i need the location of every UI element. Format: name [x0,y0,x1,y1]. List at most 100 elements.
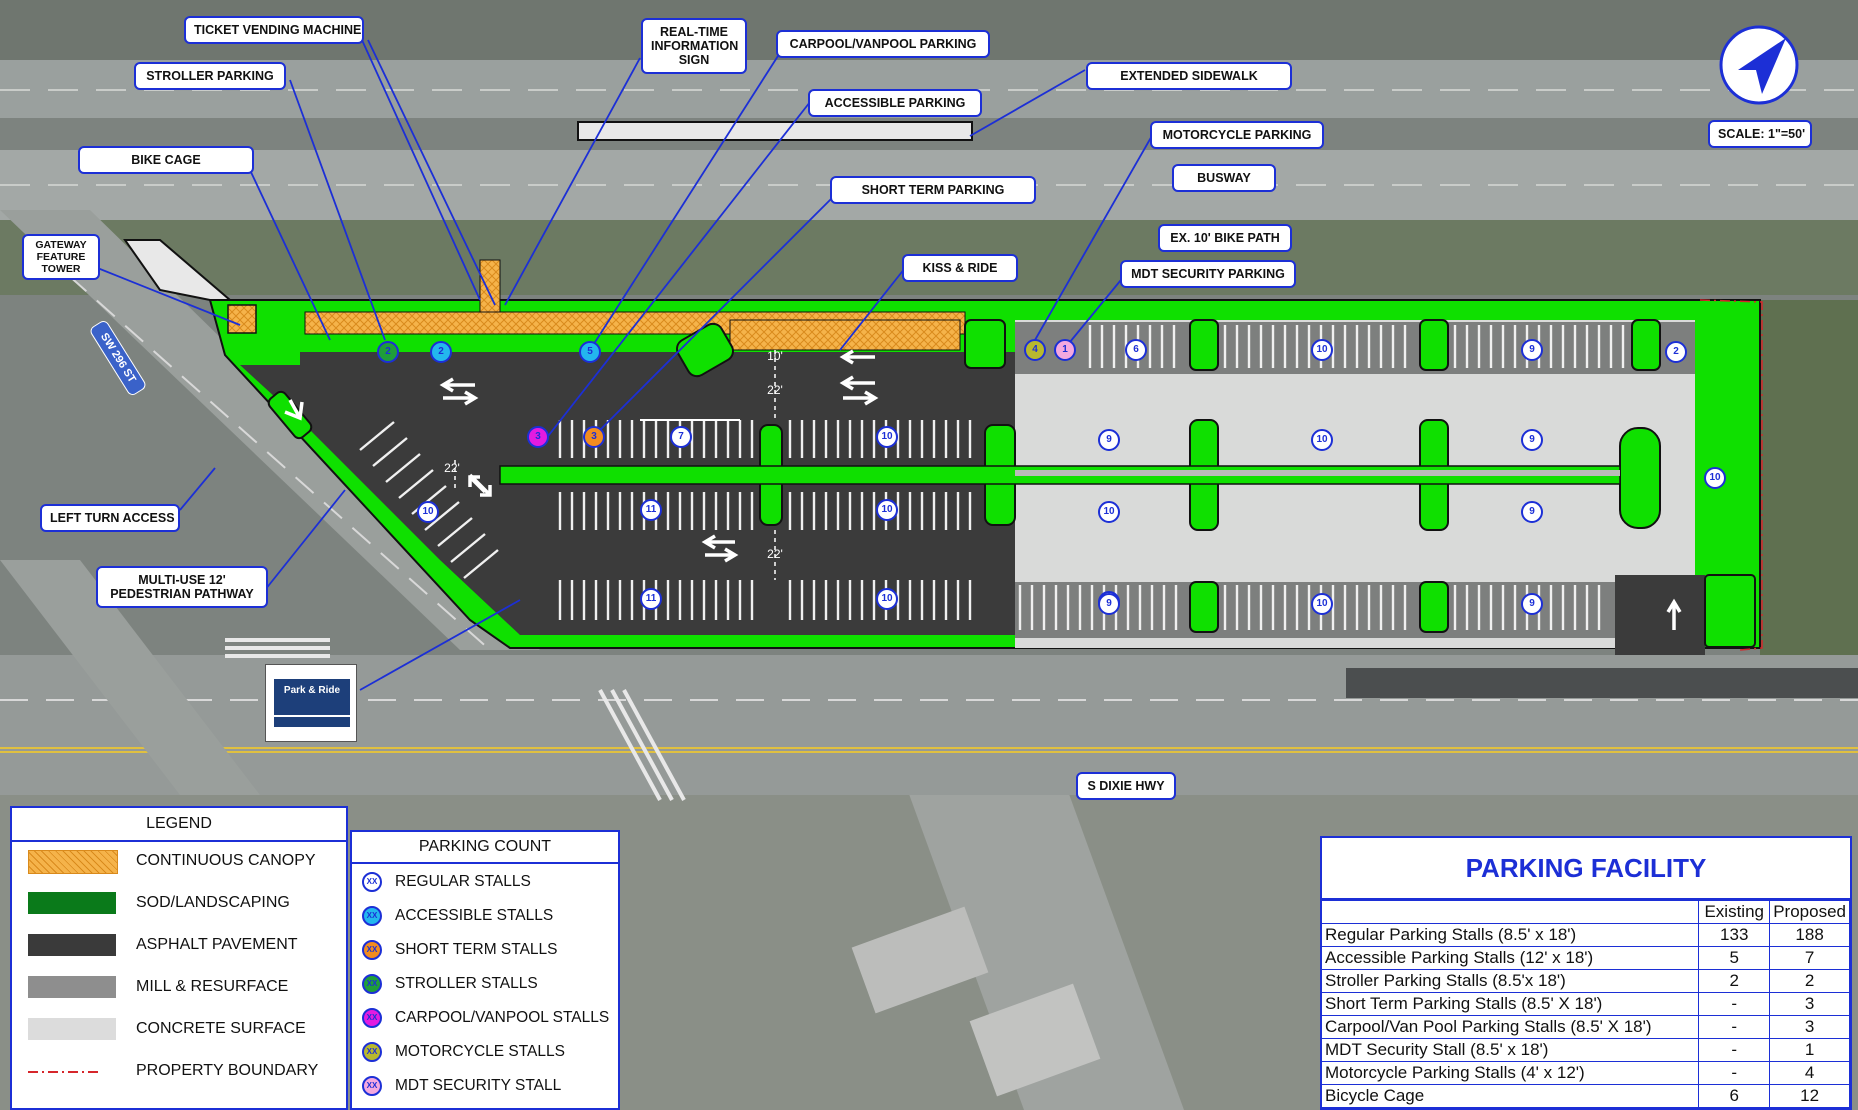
callout-carpool-vanpool-parking: CARPOOL/VANPOOL PARKING [776,30,990,58]
facility-proposed-value: 3 [1769,1015,1850,1039]
legend-label: MILL & RESURFACE [136,978,289,995]
stall-line [450,533,486,563]
column-header-existing: Existing [1698,900,1771,924]
callout-kiss-and-ride: KISS & RIDE [902,254,1018,282]
stall-count-marker: 10 [1311,593,1333,615]
callout-accessible-parking: ACCESSIBLE PARKING [808,89,982,117]
callout-mdt-security-parking: MDT SECURITY PARKING [1120,260,1296,288]
callout-extended-sidewalk: EXTENDED SIDEWALK [1086,62,1292,90]
scale-label: SCALE: 1"=50' [1708,120,1812,148]
facility-header-row: Existing Proposed [1322,900,1850,924]
parking-count-title: PARKING COUNT [352,832,618,864]
parking-facility-title: PARKING FACILITY [1322,838,1850,900]
legend-swatch [28,892,116,914]
facility-row: MDT Security Stall (8.5' x 18')-1 [1322,1038,1850,1062]
stall-line [463,549,499,579]
park-and-ride-sign-title: Park & Ride [283,685,341,696]
stall-count-marker: 10 [1311,429,1333,451]
parking-count-label: REGULAR STALLS [395,873,531,890]
parking-count-label: ACCESSIBLE STALLS [395,907,554,924]
column-header-proposed: Proposed [1769,900,1850,924]
stall-count-marker: 9 [1521,501,1543,523]
facility-proposed-value: 4 [1769,1061,1850,1085]
parking-facility-table: PARKING FACILITY Existing Proposed Regul… [1320,836,1852,1110]
legend-label: PROPERTY BOUNDARY [136,1062,319,1079]
parking-count-label: MDT SECURITY STALL [395,1077,562,1094]
legend-item: SOD/LANDSCAPING [12,888,346,918]
stall-count-marker: 11 [640,499,662,521]
stall-count-marker: 2 [430,341,452,363]
facility-row-label: Stroller Parking Stalls (8.5'x 18') [1322,969,1700,993]
callout-bike-cage: BIKE CAGE [78,146,254,174]
gateway-tower-shape [227,304,257,334]
facility-existing-value: 2 [1698,969,1771,993]
legend-swatch [28,1071,102,1073]
stall-type-marker: XX [362,1042,382,1062]
stall-count-marker: 10 [876,426,898,448]
stall-count-marker: 10 [417,501,439,523]
stall-type-marker: XX [362,906,382,926]
park-and-ride-sign: Park & Ride [265,664,357,742]
legend-swatch [28,850,118,874]
stall-type-marker: XX [362,974,382,994]
parking-count-panel: PARKING COUNT XX REGULAR STALLS XX ACCESSIB… [350,830,620,1110]
legend-item: ASPHALT PAVEMENT [12,930,346,960]
extended-sidewalk-shape [577,121,973,141]
callout-short-term-parking: SHORT TERM PARKING [830,176,1036,204]
dimension-label: 22' [767,547,783,561]
stall-count-marker: 2 [377,341,399,363]
stall-count-marker: 10 [876,588,898,610]
dimension-label: 22' [767,383,783,397]
stall-count-marker: 9 [1098,593,1120,615]
facility-existing-value: 133 [1698,923,1771,947]
callout-busway: BUSWAY [1172,164,1276,192]
facility-row-label: Motorcycle Parking Stalls (4' x 12') [1322,1061,1700,1085]
parking-count-label: STROLLER STALLS [395,975,538,992]
legend-item: PROPERTY BOUNDARY [12,1056,346,1086]
callout-ex-bike-path: EX. 10' BIKE PATH [1158,224,1292,252]
legend-item: MILL & RESURFACE [12,972,346,1002]
stall-count-marker: 2 [1665,341,1687,363]
callout-multi-use-pathway: MULTI-USE 12' PEDESTRIAN PATHWAY [96,566,268,608]
stall-line [359,421,395,451]
facility-row-label: MDT Security Stall (8.5' x 18') [1322,1038,1700,1062]
callout-s-dixie-hwy: S DIXIE HWY [1076,772,1176,800]
legend-label: SOD/LANDSCAPING [136,894,290,911]
facility-existing-value: - [1698,1015,1771,1039]
facility-proposed-value: 7 [1769,946,1850,970]
facility-existing-value: - [1698,1038,1771,1062]
callout-motorcycle-parking: MOTORCYCLE PARKING [1150,121,1324,149]
stall-count-marker: 11 [640,588,662,610]
facility-row: Motorcycle Parking Stalls (4' x 12')-4 [1322,1061,1850,1085]
facility-row-label: Carpool/Van Pool Parking Stalls (8.5' X … [1322,1015,1700,1039]
legend-label: ASPHALT PAVEMENT [136,936,298,953]
facility-proposed-value: 3 [1769,992,1850,1016]
facility-row-label: Short Term Parking Stalls (8.5' X 18') [1322,992,1700,1016]
north-arrow-icon [1718,24,1800,106]
legend-label: CONTINUOUS CANOPY [136,852,316,869]
parking-count-label: MOTORCYCLE STALLS [395,1043,565,1060]
facility-proposed-value: 12 [1769,1084,1850,1108]
stall-count-marker: 9 [1521,429,1543,451]
callout-ticket-vending-machine: TICKET VENDING MACHINE [184,16,364,44]
facility-row: Short Term Parking Stalls (8.5' X 18')-3 [1322,992,1850,1016]
facility-row-label: Accessible Parking Stalls (12' x 18') [1322,946,1700,970]
parking-count-label: SHORT TERM STALLS [395,941,558,958]
stall-count-marker: 3 [527,426,549,448]
stall-count-marker: 10 [876,499,898,521]
stall-count-marker: 6 [1125,339,1147,361]
legend-label: CONCRETE SURFACE [136,1020,306,1037]
stall-line [372,437,408,467]
legend-swatch [28,934,116,956]
stall-count-marker: 10 [1704,467,1726,489]
stall-count-marker: 7 [670,426,692,448]
facility-existing-value: - [1698,992,1771,1016]
facility-existing-value: 5 [1698,946,1771,970]
stall-count-marker: 4 [1024,339,1046,361]
callout-left-turn-access: LEFT TURN ACCESS [40,504,180,532]
